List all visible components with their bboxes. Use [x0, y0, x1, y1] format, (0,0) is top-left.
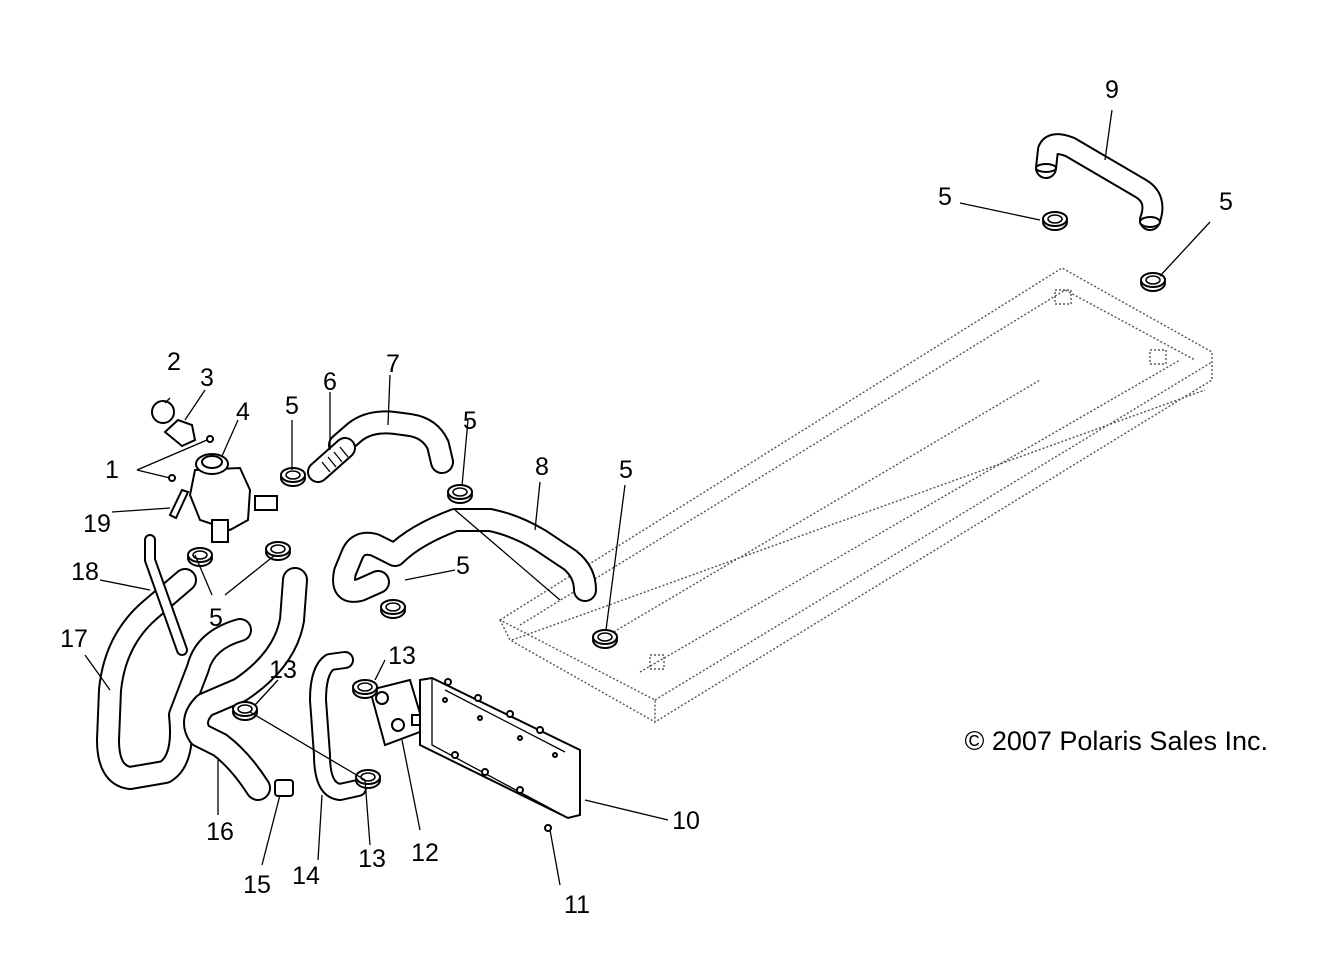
callout-16: 16 — [206, 818, 234, 846]
fitting-15 — [274, 779, 294, 797]
leader-lines — [84, 109, 1211, 886]
heat-exchanger-10 — [419, 676, 581, 820]
callout-5-a: 5 — [209, 604, 223, 632]
callout-5-c: 5 — [463, 407, 477, 435]
block-12 — [368, 678, 431, 747]
tunnel-cooler-outline — [498, 267, 1213, 724]
callout-2: 2 — [167, 348, 181, 376]
callout-5-d: 5 — [619, 456, 633, 484]
callout-5-f: 5 — [938, 183, 952, 211]
callout-5-b: 5 — [285, 392, 299, 420]
callout-9: 9 — [1105, 76, 1119, 104]
callout-19: 19 — [83, 510, 111, 538]
callout-15: 15 — [243, 871, 271, 899]
callout-10: 10 — [672, 807, 700, 835]
gasket-3 — [163, 418, 197, 448]
callout-5-g: 5 — [1219, 188, 1233, 216]
screws-1 — [168, 435, 214, 482]
hose-7 — [328, 410, 454, 474]
callout-18: 18 — [71, 558, 99, 586]
callout-8: 8 — [535, 453, 549, 481]
hose-9 — [1035, 133, 1164, 231]
copyright-notice: © 2007 Polaris Sales Inc. — [964, 726, 1268, 756]
bolts-11 — [444, 678, 552, 832]
hose-14 — [309, 651, 367, 801]
hose-8 — [332, 508, 597, 603]
callout-4: 4 — [236, 398, 250, 426]
tube-18 — [144, 534, 188, 656]
callout-14: 14 — [292, 862, 320, 890]
callout-7: 7 — [386, 350, 400, 378]
filler-neck-4 — [188, 453, 278, 543]
callout-12: 12 — [411, 839, 439, 867]
callout-3: 3 — [200, 364, 214, 392]
cap-2 — [151, 400, 175, 424]
callout-6: 6 — [323, 368, 337, 396]
callout-labels: 2 3 4 1 19 18 17 5 5 6 7 5 8 5 5 9 5 5 1… — [60, 76, 1233, 919]
callout-11: 11 — [564, 891, 590, 919]
callout-13-c: 13 — [358, 845, 386, 873]
callout-5-e: 5 — [456, 552, 470, 580]
clip-19 — [168, 488, 190, 520]
callout-17: 17 — [60, 625, 88, 653]
callout-13-b: 13 — [388, 642, 416, 670]
hose-16 — [183, 567, 308, 801]
callout-13-a: 13 — [269, 656, 297, 684]
hose-6 — [307, 437, 356, 483]
hose-17 — [96, 568, 252, 790]
callout-1: 1 — [105, 456, 119, 484]
